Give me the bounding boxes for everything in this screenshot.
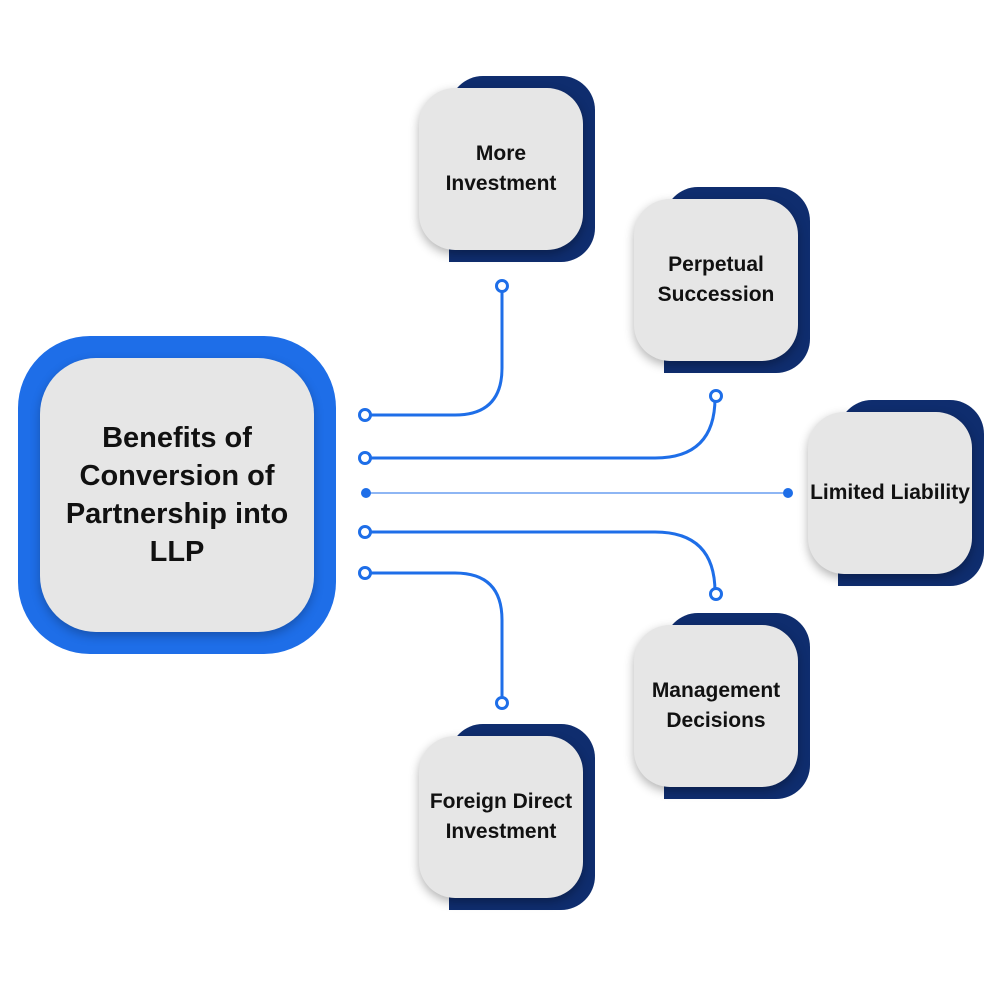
benefit-card-limited-liability: Limited Liability <box>808 400 984 586</box>
connector-perpetual-succession <box>365 397 717 460</box>
card-face: Management Decisions <box>634 625 798 787</box>
card-face: Foreign Direct Investment <box>419 736 583 898</box>
center-box: Benefits of Conversion of Partnership in… <box>40 358 314 632</box>
connector-foreign-direct-investment <box>365 571 504 702</box>
connector-node <box>709 389 723 403</box>
connector-node <box>358 566 372 580</box>
connector-node <box>783 488 793 498</box>
connector-node <box>709 587 723 601</box>
connector-node <box>495 696 509 710</box>
center-title: Benefits of Conversion of Partnership in… <box>65 422 289 568</box>
benefit-card-more-investment: More Investment <box>419 76 595 262</box>
benefit-card-perpetual-succession: Perpetual Succession <box>634 187 810 373</box>
benefit-label: More Investment <box>445 142 557 195</box>
connector-node <box>358 408 372 422</box>
connector-node <box>495 279 509 293</box>
benefit-label: Perpetual Succession <box>657 253 775 306</box>
connector-node <box>358 525 372 539</box>
benefit-label: Limited Liability <box>810 481 970 504</box>
card-face: Limited Liability <box>808 412 972 574</box>
benefit-label: Foreign Direct Investment <box>429 790 573 843</box>
connector-node <box>361 488 371 498</box>
connector-node <box>358 451 372 465</box>
benefit-card-foreign-direct-investment: Foreign Direct Investment <box>419 724 595 910</box>
card-face: More Investment <box>419 88 583 250</box>
connector-more-investment <box>365 286 504 417</box>
benefit-card-management-decisions: Management Decisions <box>634 613 810 799</box>
benefit-label: Management Decisions <box>651 679 781 732</box>
card-face: Perpetual Succession <box>634 199 798 361</box>
connector-management-decisions <box>365 530 717 593</box>
